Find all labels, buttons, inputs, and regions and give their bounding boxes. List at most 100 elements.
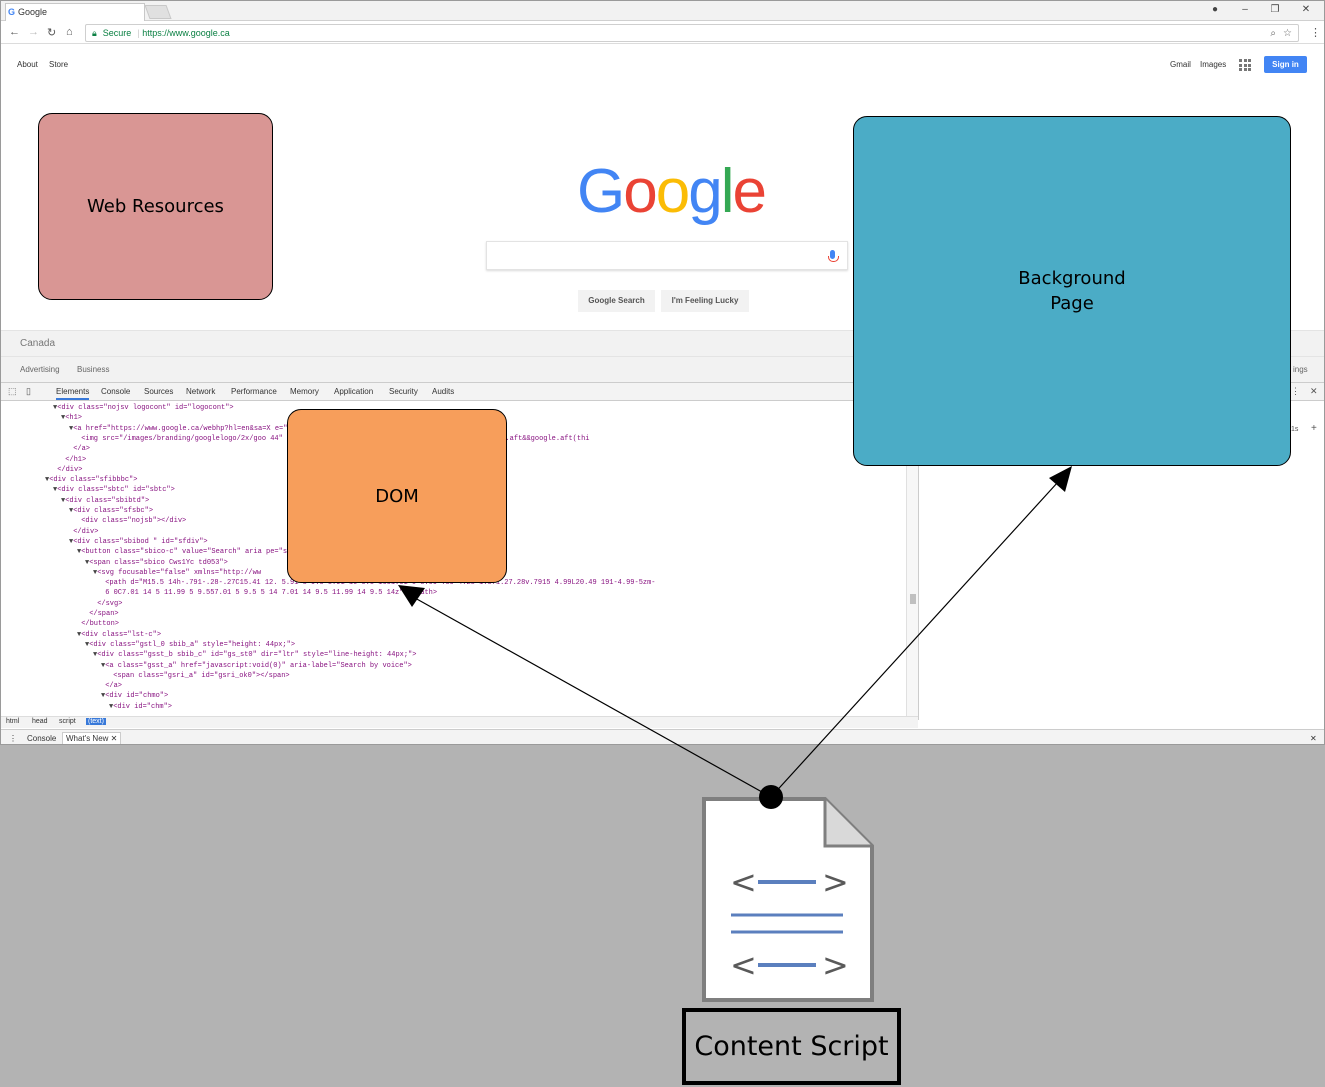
- business-link[interactable]: Business: [77, 365, 110, 374]
- expand-triangle-icon[interactable]: ▼: [45, 476, 50, 485]
- apps-grid-icon[interactable]: [1239, 59, 1251, 71]
- tab-performance[interactable]: Performance: [231, 387, 277, 396]
- expand-triangle-icon[interactable]: ▼: [53, 486, 58, 495]
- dom-tree-line[interactable]: ▼<div class="sbibtd">: [61, 497, 149, 505]
- devtools-close-icon[interactable]: ✕: [1310, 386, 1318, 396]
- feeling-lucky-button[interactable]: I'm Feeling Lucky: [661, 290, 749, 312]
- close-icon[interactable]: ✕: [1301, 4, 1311, 15]
- dom-tree[interactable]: ▼<div class="nojsv logocont" id="logocon…: [1, 402, 906, 720]
- devtools-menu-icon[interactable]: ⋮: [1291, 386, 1300, 396]
- images-link[interactable]: Images: [1200, 60, 1227, 69]
- home-icon[interactable]: ⌂: [66, 26, 73, 38]
- expand-triangle-icon[interactable]: ▼: [69, 424, 74, 433]
- dom-tree-line[interactable]: </svg>: [93, 600, 122, 608]
- sign-in-button[interactable]: Sign in: [1264, 56, 1307, 73]
- tab-console[interactable]: Console: [101, 387, 131, 396]
- dom-tree-line[interactable]: </a>: [69, 445, 90, 453]
- crumb-script[interactable]: script: [59, 718, 76, 725]
- drawer-menu-icon[interactable]: ⋮: [9, 734, 17, 743]
- expand-triangle-icon[interactable]: ▼: [85, 640, 90, 649]
- dom-tree-line[interactable]: ▼<div class="sfsbc">: [69, 507, 153, 515]
- dom-tree-line[interactable]: ▼<div class="gsst_b sbib_c" id="gs_st0" …: [93, 651, 416, 659]
- dom-tree-line[interactable]: </a>: [101, 682, 122, 690]
- dom-tree-line[interactable]: ▼<a class="gsst_a" href="javascript:void…: [101, 662, 412, 670]
- tab-sources[interactable]: Sources: [144, 387, 174, 396]
- dom-tree-line[interactable]: <div class="nojsb"></div>: [77, 517, 186, 525]
- expand-triangle-icon[interactable]: ▼: [101, 692, 106, 701]
- dom-tree-line[interactable]: </div>: [53, 466, 82, 474]
- dom-tree-line[interactable]: <path d="M15.5 14h-.791-.28-.27C15.41 12…: [101, 579, 655, 587]
- dom-tree-line[interactable]: ▼<svg focusable="false" xmlns="http://ww: [93, 569, 261, 577]
- add-rule-icon[interactable]: +: [1311, 423, 1317, 434]
- minimize-icon[interactable]: –: [1242, 4, 1248, 15]
- drawer-close-icon[interactable]: ✕: [1310, 734, 1317, 743]
- tab-elements[interactable]: Elements: [56, 387, 90, 400]
- reload-icon[interactable]: ↻: [47, 27, 57, 39]
- dom-tree-line[interactable]: ▼<span class="sbico Cws1Yc td053">: [85, 559, 228, 567]
- zoom-icon[interactable]: ⌕: [1270, 28, 1276, 39]
- inspect-element-icon[interactable]: ⬚: [8, 386, 17, 396]
- dom-tree-line[interactable]: ▼<div class="nojsv logocont" id="logocon…: [53, 404, 234, 412]
- gmail-link[interactable]: Gmail: [1170, 60, 1191, 69]
- expand-triangle-icon[interactable]: ▼: [101, 661, 106, 670]
- content-script-label: Content Script: [694, 1031, 889, 1062]
- drawer-tab-whats-new[interactable]: What's New ✕: [62, 732, 122, 744]
- dom-tree-line[interactable]: 6 0C7.01 14 5 11.99 5 9.557.01 5 9.5 5 1…: [101, 589, 437, 597]
- device-toggle-icon[interactable]: ▯: [26, 386, 31, 396]
- tab-network[interactable]: Network: [186, 387, 216, 396]
- browser-toolbar: ← → ↻ ⌂ 🔒︎Secure| https://www.google.ca …: [1, 22, 1324, 44]
- store-link[interactable]: Store: [49, 60, 69, 69]
- dom-tree-line[interactable]: </button>: [77, 620, 119, 628]
- dom-tree-line[interactable]: ▼<div id="chm">: [109, 703, 172, 711]
- expand-triangle-icon[interactable]: ▼: [77, 630, 82, 639]
- crumb-head[interactable]: head: [32, 718, 48, 725]
- drawer-tab-console[interactable]: Console: [27, 734, 57, 743]
- about-link[interactable]: About: [17, 60, 38, 69]
- background-page-label-line1: Background: [1018, 268, 1126, 289]
- tab-google[interactable]: G Google: [5, 3, 145, 21]
- expand-triangle-icon[interactable]: ▼: [93, 568, 98, 577]
- expand-triangle-icon[interactable]: ▼: [69, 537, 74, 546]
- address-bar[interactable]: 🔒︎Secure| https://www.google.ca ⌕ ☆: [85, 24, 1299, 42]
- dom-tree-line[interactable]: ▼<div class="sfibbbc">: [45, 476, 137, 484]
- tab-memory[interactable]: Memory: [290, 387, 319, 396]
- back-icon[interactable]: ←: [9, 26, 20, 38]
- dom-tree-line[interactable]: </div>: [69, 528, 98, 536]
- dom-tree-line[interactable]: </span>: [85, 610, 118, 618]
- settings-link[interactable]: ings: [1293, 365, 1308, 374]
- search-input[interactable]: [486, 241, 848, 270]
- dom-tree-line[interactable]: </h1>: [61, 456, 86, 464]
- microphone-icon[interactable]: [828, 250, 839, 262]
- restore-icon[interactable]: ❐: [1270, 4, 1280, 15]
- dom-tree-line[interactable]: ▼<a href="https://www.google.ca/webhp?hl…: [69, 425, 472, 433]
- profile-icon[interactable]: ●: [1211, 4, 1219, 15]
- expand-triangle-icon[interactable]: ▼: [85, 558, 90, 567]
- forward-icon[interactable]: →: [28, 26, 39, 38]
- expand-triangle-icon[interactable]: ▼: [53, 404, 58, 412]
- menu-icon[interactable]: ⋮: [1310, 27, 1321, 39]
- dom-tree-line[interactable]: ▼<div class="lst-c">: [77, 631, 161, 639]
- google-search-button[interactable]: Google Search: [578, 290, 655, 312]
- expand-triangle-icon[interactable]: ▼: [93, 651, 98, 660]
- crumb-html[interactable]: html: [6, 718, 20, 725]
- tab-application[interactable]: Application: [334, 387, 374, 396]
- advertising-link[interactable]: Advertising: [20, 365, 60, 374]
- dom-tree-line[interactable]: ▼<button class="sbico-c" value="Search" …: [77, 548, 316, 556]
- dom-tree-line[interactable]: ▼<div id="chmo">: [101, 692, 168, 700]
- expand-triangle-icon[interactable]: ▼: [69, 507, 74, 515]
- tab-audits[interactable]: Audits: [432, 387, 455, 396]
- url-text: https://www.google.ca: [142, 28, 230, 38]
- dom-tree-line[interactable]: ▼<div class="gstl_0 sbib_a" style="heigh…: [85, 641, 295, 649]
- bookmark-star-icon[interactable]: ☆: [1283, 28, 1292, 39]
- expand-triangle-icon[interactable]: ▼: [109, 702, 114, 711]
- expand-triangle-icon[interactable]: ▼: [61, 496, 66, 505]
- dom-tree-line[interactable]: ▼<h1>: [61, 414, 82, 422]
- dom-tree-line[interactable]: ▼<div class="sbibod " id="sfdiv">: [69, 538, 208, 546]
- expand-triangle-icon[interactable]: ▼: [77, 548, 82, 557]
- expand-triangle-icon[interactable]: ▼: [61, 414, 66, 423]
- tab-security[interactable]: Security: [389, 387, 418, 396]
- dom-tree-line[interactable]: <span class="gsri_a" id="gsri_ok0"></spa…: [109, 672, 289, 680]
- dom-tree-scrollbar[interactable]: [906, 402, 918, 720]
- crumb-text[interactable]: (text): [86, 718, 106, 725]
- dom-tree-line[interactable]: ▼<div class="sbtc" id="sbtc">: [53, 486, 175, 494]
